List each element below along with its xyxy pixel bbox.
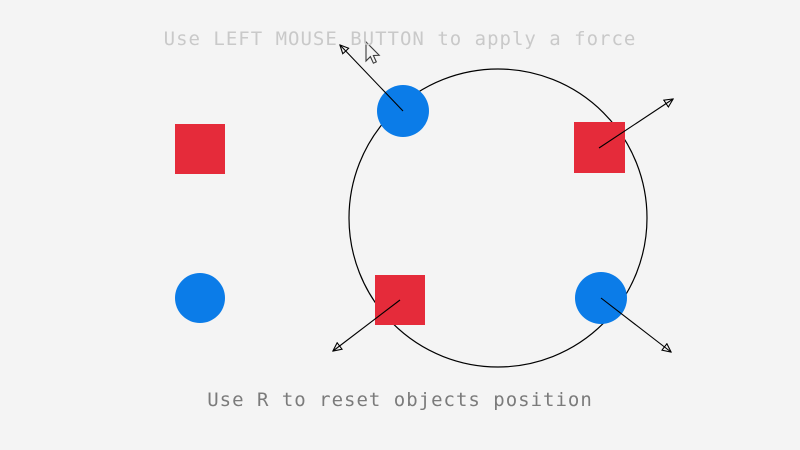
square-top-left[interactable] [175, 124, 225, 174]
force-vectors-group [333, 45, 673, 352]
mouse-cursor-icon [365, 40, 381, 64]
force-vector-circle-bottom-right [600, 297, 671, 352]
circle-bottom-left[interactable] [175, 273, 225, 323]
constraint-circle [348, 68, 648, 368]
force-vector-square-bottom-center [333, 299, 401, 351]
hint-text-reset-position: Use R to reset objects position [207, 389, 593, 411]
force-vector-square-top-right [598, 99, 673, 149]
force-vector-circle-top-center [340, 45, 404, 112]
bodies-group [175, 85, 627, 325]
hint-text-apply-force: Use LEFT MOUSE BUTTON to apply a force [163, 28, 637, 50]
